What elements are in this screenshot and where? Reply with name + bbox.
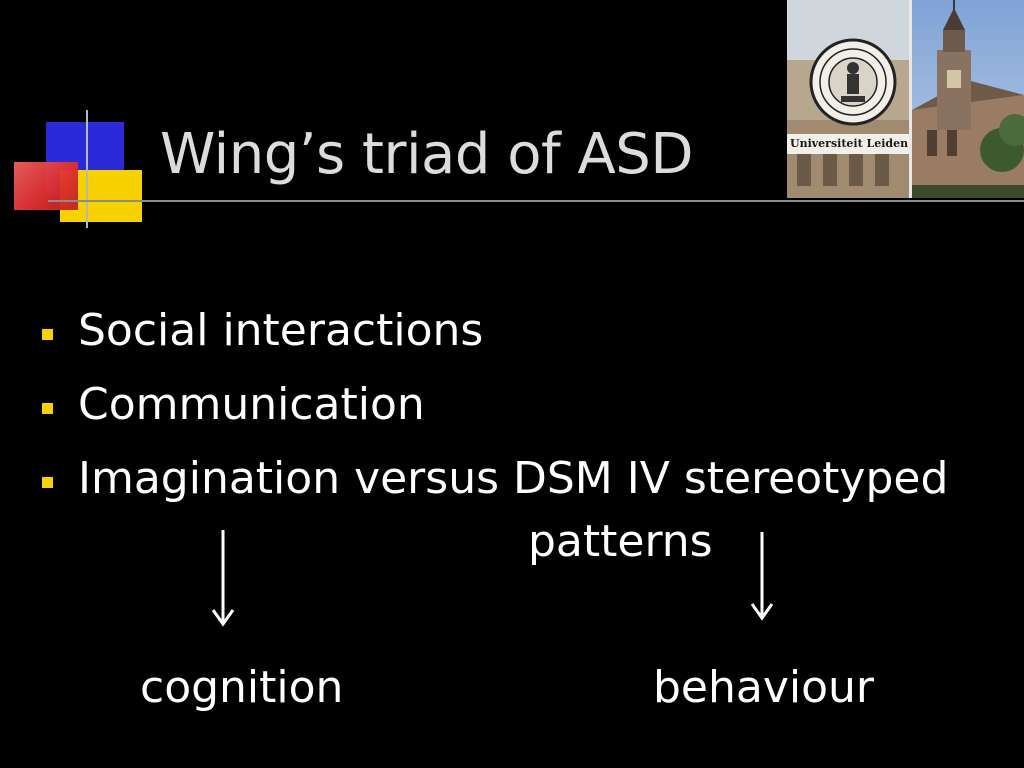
logo-caption: Universiteit Leiden xyxy=(790,137,909,150)
university-photo: Universiteit Leiden xyxy=(787,0,1024,198)
slide-title: Wing’s triad of ASD xyxy=(160,122,693,187)
yellow-square-icon xyxy=(42,403,53,414)
list-item: Social interactions xyxy=(40,300,948,374)
arrow-down-icon xyxy=(750,532,774,621)
outcome-cognition: cognition xyxy=(140,662,344,713)
deco-red-square-icon xyxy=(14,162,78,210)
list-item: Imagination versus DSM IV stereotyped xyxy=(40,448,948,522)
bullet-continuation: patterns xyxy=(528,516,713,567)
yellow-square-icon xyxy=(42,477,53,488)
bullet-label: Communication xyxy=(78,379,425,430)
bullet-list: Social interactions Communication Imagin… xyxy=(40,300,948,522)
bullet-label: Social interactions xyxy=(78,305,484,356)
yellow-square-icon xyxy=(42,329,53,340)
arrow-down-icon xyxy=(211,530,235,627)
title-underline-rule xyxy=(48,200,1024,202)
list-item: Communication xyxy=(40,374,948,448)
bullet-label: Imagination versus DSM IV stereotyped xyxy=(78,453,949,504)
outcome-behaviour: behaviour xyxy=(653,662,875,713)
deco-vertical-rule xyxy=(86,110,88,228)
